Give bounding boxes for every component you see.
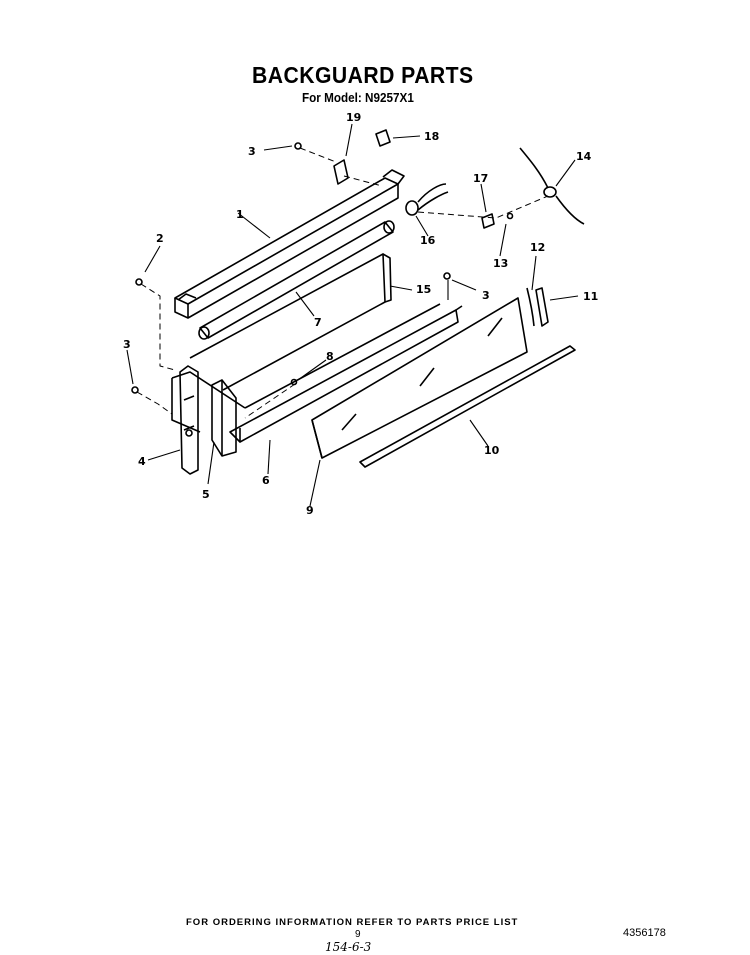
- callout-1: 1: [236, 208, 244, 221]
- handwritten-note: 154-6-3: [325, 940, 372, 954]
- part-11-end-piece: [535, 287, 549, 327]
- callout-15: 15: [416, 283, 431, 296]
- callout-6: 6: [262, 474, 270, 487]
- callout-12: 12: [530, 241, 545, 254]
- callout-3-top: 3: [248, 145, 256, 158]
- part-19-clip: [333, 159, 349, 185]
- part-10-trim-strip: [359, 345, 576, 468]
- callout-7: 7: [314, 316, 322, 329]
- model-subtitle: For Model: N9257X1: [302, 90, 414, 105]
- part-7-tube: [198, 220, 395, 340]
- screw-part-2: [135, 278, 143, 286]
- callout-2: 2: [156, 232, 164, 245]
- document-number: 4356178: [623, 927, 666, 939]
- part-4-left-bracket: [179, 365, 199, 475]
- screw-part-3-top: [294, 142, 302, 150]
- callout-18: 18: [424, 130, 439, 143]
- callout-3-right: 3: [482, 289, 490, 302]
- part-15-panel: [189, 253, 392, 391]
- callout-3-left: 3: [123, 338, 131, 351]
- callout-labels: 1 2 3 3 3 4 5 6 7 8 9 10 11 12 13 14 15 …: [123, 111, 598, 517]
- part-5-end-cap: [211, 379, 237, 457]
- page-title: BACKGUARD PARTS: [252, 62, 474, 88]
- callout-4: 4: [138, 455, 146, 468]
- ordering-note: FOR ORDERING INFORMATION REFER TO PARTS …: [186, 917, 519, 928]
- part-12-end-piece: [526, 287, 535, 327]
- part-17-bulb: [481, 213, 495, 229]
- part-1-top-trim: [174, 169, 405, 319]
- callout-10: 10: [484, 444, 500, 457]
- callout-8: 8: [326, 350, 334, 363]
- callout-5: 5: [202, 488, 210, 501]
- leader-lines: [126, 123, 579, 507]
- callout-14: 14: [576, 150, 592, 163]
- screw-part-13: [506, 212, 514, 220]
- part-9-lower-panel: [311, 297, 528, 459]
- part-16-lamp-socket: [405, 183, 449, 216]
- callout-16: 16: [420, 234, 436, 247]
- part-18-retainer: [375, 129, 391, 147]
- page-number: 9: [355, 929, 361, 940]
- part-14-wiring: [519, 147, 585, 225]
- assembly-lines: [136, 147, 549, 419]
- callout-19: 19: [346, 111, 361, 124]
- callout-9: 9: [306, 504, 314, 517]
- callout-11: 11: [583, 290, 598, 303]
- screw-part-3-right: [443, 272, 451, 280]
- callout-17: 17: [473, 172, 488, 185]
- screw-part-3-left: [131, 386, 139, 394]
- callout-13: 13: [493, 257, 508, 270]
